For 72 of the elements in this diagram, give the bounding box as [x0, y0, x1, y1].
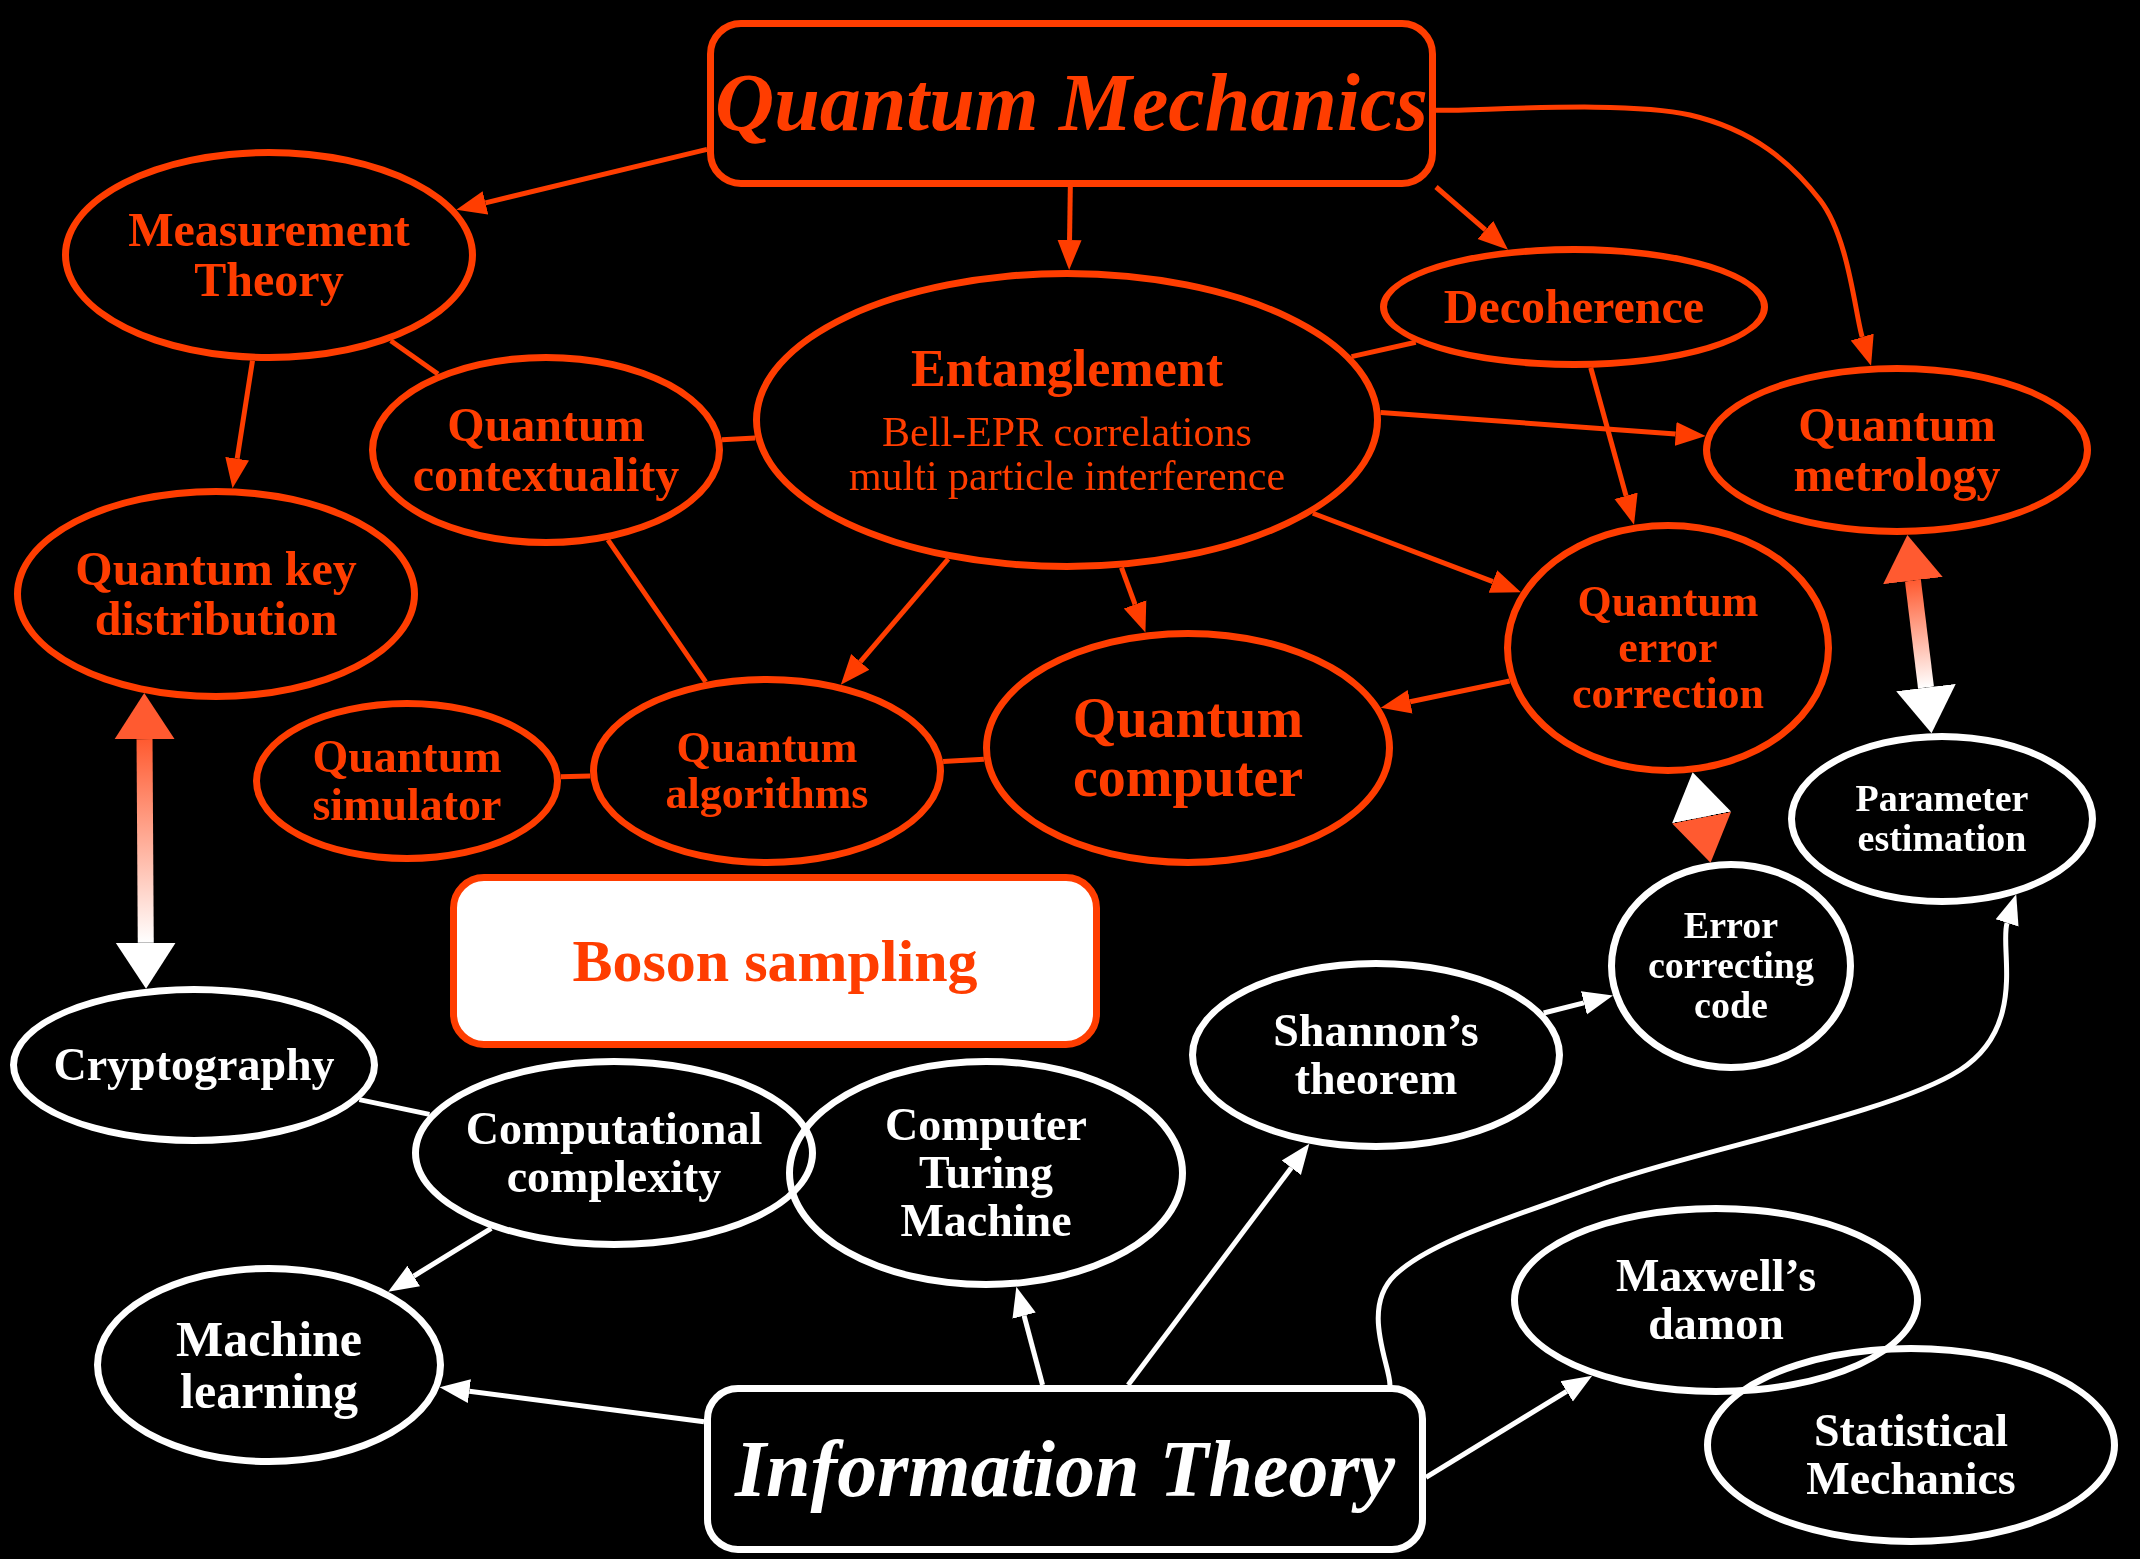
arrow: [1126, 1143, 1310, 1387]
node-label: Entanglement: [911, 341, 1223, 397]
node-title: Quantum Mechanics: [714, 60, 1429, 147]
topic-ellipse: [753, 270, 1381, 570]
topic-ellipse: [983, 630, 1393, 866]
node-title: Information Theory: [734, 1427, 1396, 1511]
node-label: Quantum error correction: [1570, 578, 1766, 718]
node-label: Cryptography: [53, 1040, 335, 1090]
arrow: [1588, 367, 1638, 525]
topic-ellipse: [786, 1058, 1186, 1288]
arrow: [1375, 893, 2019, 1386]
node-label: Quantum algorithms: [664, 724, 870, 818]
arrow: [225, 360, 255, 489]
node-label: Quantum metrology: [1792, 399, 2002, 501]
node-label: Quantum key distribution: [74, 543, 358, 645]
topic-ellipse: [412, 1058, 816, 1248]
connector-line: [605, 538, 708, 684]
arrow: [1057, 186, 1082, 270]
heading-box: [704, 1385, 1426, 1553]
arrow: [439, 1379, 705, 1425]
topic-ellipse: [1703, 365, 2091, 535]
node-label: Shannon’s theorem: [1272, 1006, 1480, 1104]
node-label: Quantum contextuality: [411, 399, 681, 501]
topic-ellipse: [369, 354, 723, 546]
topic-ellipse: [253, 700, 561, 862]
arrow: [1380, 678, 1511, 714]
topic-ellipse: [1788, 733, 2096, 905]
topic-ellipse: [1608, 861, 1854, 1071]
double-arrow: [1672, 772, 1732, 863]
node-label: Quantum computer: [1071, 689, 1305, 807]
topic-ellipse: [10, 986, 378, 1144]
connector-line: [358, 1097, 430, 1117]
node-label: Computational complexity: [464, 1104, 764, 1202]
topic-ellipse: [1511, 1205, 1921, 1395]
node-label: Quantum simulator: [311, 732, 503, 830]
connector-line: [1351, 339, 1417, 360]
node-label: Statistical Mechanics: [1805, 1406, 2017, 1504]
node-label: Measurement Theory: [127, 204, 411, 306]
topic-ellipse: [1704, 1345, 2118, 1545]
connector-line: [560, 773, 591, 780]
arrow: [1312, 510, 1521, 593]
topic-ellipse: [1504, 522, 1832, 774]
topic-ellipse: [590, 676, 944, 866]
arrow: [1543, 991, 1613, 1016]
connector-line: [389, 338, 440, 376]
node-label: Decoherence: [1443, 281, 1705, 333]
connector-line: [721, 435, 756, 443]
arrow: [840, 557, 951, 685]
double-arrow: [114, 693, 176, 989]
topic-ellipse: [62, 149, 476, 361]
double-arrow: [1883, 534, 1956, 734]
arrow: [1119, 566, 1147, 633]
node-label: Error correcting code: [1647, 906, 1815, 1026]
topic-ellipse: [94, 1265, 444, 1465]
arrow: [1436, 104, 1874, 367]
arrow: [456, 147, 708, 215]
node-label: Parameter estimation: [1854, 779, 2030, 859]
connector-line: [942, 756, 985, 764]
highlight-box: [450, 874, 1100, 1048]
node-label: Machine learning: [174, 1312, 364, 1418]
arrow: [1380, 410, 1706, 446]
heading-box: [707, 20, 1436, 187]
arrow: [1424, 1375, 1593, 1480]
arrow: [1012, 1286, 1045, 1386]
topic-ellipse: [1380, 246, 1768, 368]
node-label: Maxwell’s damon: [1614, 1251, 1818, 1349]
topic-ellipse: [1189, 960, 1563, 1150]
arrow: [388, 1226, 493, 1292]
node-subtitle: Bell-EPR correlations multi particle interference: [847, 410, 1287, 499]
arrow: [1434, 185, 1509, 250]
node-label: Computer Turing Machine: [884, 1100, 1088, 1246]
node-title: Boson sampling: [572, 929, 978, 993]
